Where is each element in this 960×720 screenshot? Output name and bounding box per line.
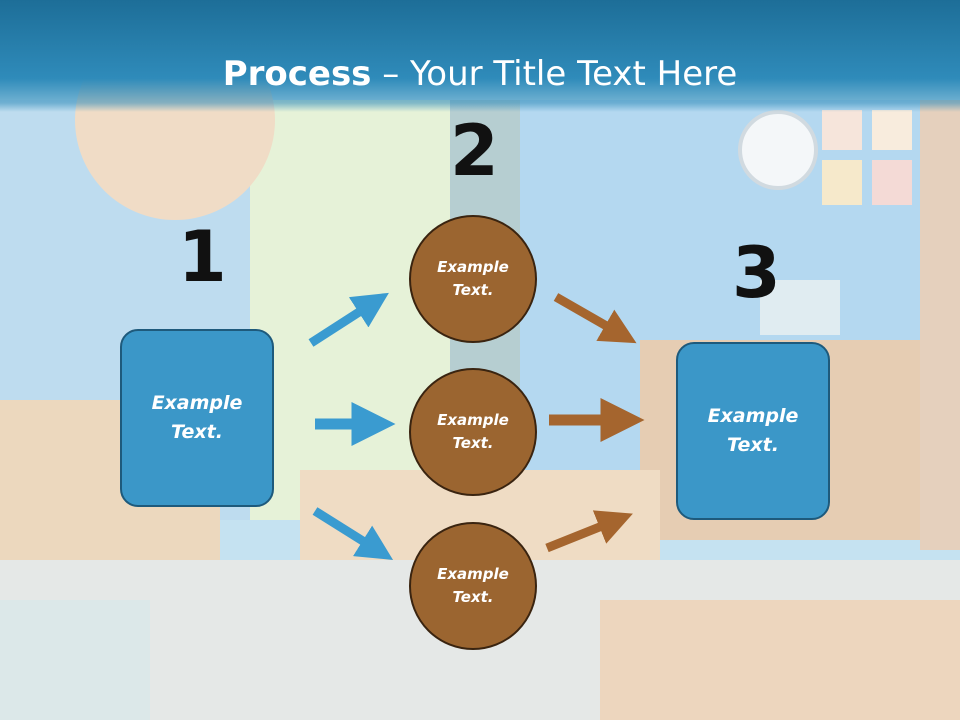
step-3-box: Example Text.	[676, 342, 830, 520]
title-band	[0, 0, 960, 112]
arrow-circle-bottom-to-box3	[545, 510, 633, 553]
step-1-box: Example Text.	[120, 329, 274, 507]
slide-title: Process – Your Title Text Here	[0, 52, 960, 96]
arrow-box1-to-circle-bottom	[312, 507, 394, 560]
arrow-box1-to-circle-top	[308, 292, 389, 347]
step-2-circle-bottom: Example Text.	[409, 522, 537, 650]
step-number-3: 3	[732, 232, 781, 314]
step-number-1: 1	[178, 216, 227, 298]
title-rest: – Your Title Text Here	[371, 54, 738, 94]
arrow-circle-top-to-box3	[553, 293, 637, 344]
title-bold: Process	[222, 54, 372, 94]
step-number-2: 2	[450, 110, 499, 192]
step-2-circle-middle: Example Text.	[409, 368, 537, 496]
step-2-circle-top: Example Text.	[409, 215, 537, 343]
